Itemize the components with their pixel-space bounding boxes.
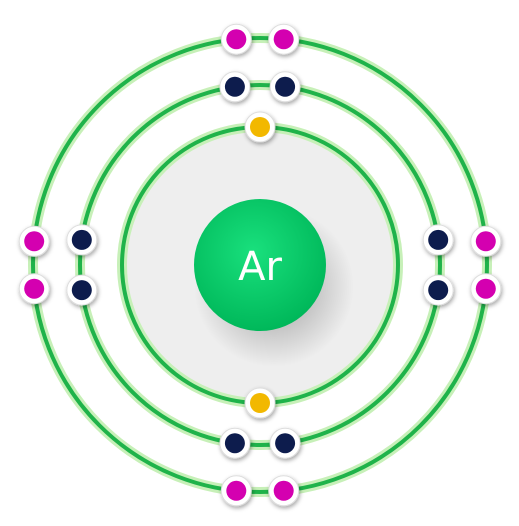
electron-core [275, 433, 296, 454]
electron-core [226, 480, 247, 501]
electron-3-1 [220, 23, 252, 55]
electron-core [24, 231, 45, 252]
electron-2-8 [66, 224, 98, 256]
electron-1-2 [244, 387, 276, 419]
electron-core [273, 480, 294, 501]
nucleus-circle [194, 199, 326, 331]
electron-2-2 [269, 71, 301, 103]
electron-core [250, 393, 270, 413]
electron-2-7 [66, 274, 98, 306]
electron-3-3 [470, 225, 502, 257]
electron-2-3 [422, 224, 454, 256]
electron-2-1 [219, 71, 251, 103]
electron-core [224, 433, 245, 454]
electron-core [250, 117, 270, 137]
electron-core [273, 29, 294, 50]
electron-core [475, 278, 496, 299]
electron-core [226, 29, 247, 50]
electrons [18, 23, 502, 507]
electron-core [428, 280, 449, 301]
electron-2-4 [422, 274, 454, 306]
nucleus: Ar [194, 199, 354, 367]
electron-3-6 [220, 475, 252, 507]
electron-core [71, 229, 92, 250]
shell-ring-3 [31, 36, 489, 494]
nucleus-symbol: Ar [238, 244, 282, 290]
electron-3-7 [18, 273, 50, 305]
electron-3-8 [18, 225, 50, 257]
electron-3-4 [470, 273, 502, 305]
electron-3-2 [268, 23, 300, 55]
electron-core [224, 76, 245, 97]
shell-ring-2 [78, 83, 442, 447]
electron-core [275, 76, 296, 97]
electron-core [24, 278, 45, 299]
electron-3-5 [268, 475, 300, 507]
electron-core [71, 280, 92, 301]
electron-2-5 [269, 427, 301, 459]
electron-core [475, 231, 496, 252]
electron-2-6 [219, 427, 251, 459]
electron-1-1 [244, 111, 276, 143]
electron-core [428, 229, 449, 250]
